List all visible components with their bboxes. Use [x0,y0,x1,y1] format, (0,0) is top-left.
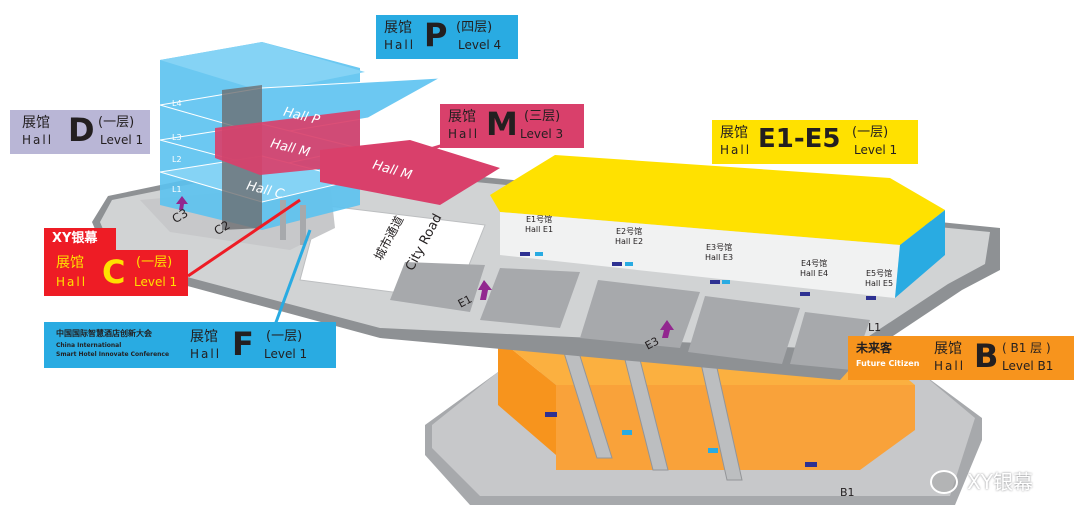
e-hall-5-en: Hall E5 [865,279,894,288]
hall-c-en: Hall [56,275,88,289]
hall-c-leader [187,198,301,278]
escalator-shafts [559,339,743,481]
hall-b-block-front [498,338,556,455]
hall-p-letter: P [424,16,448,54]
hall-m-zh: 展馆 [448,109,476,125]
hall-d-letter: D [68,111,95,149]
hall-d-en: Hall [22,133,54,147]
hall-p-en: Hall [384,38,416,52]
hall-e-letter: E1-E5 [758,124,841,154]
e-hall-3: E3号馆 Hall E3 [705,244,733,262]
hall-c-zh: 展馆 [56,255,84,271]
e-hall-1-en: Hall E1 [525,225,554,234]
entrance-arrows [176,196,674,338]
hall-e-roof [490,155,945,245]
hall-b-zh: 展馆 [934,341,962,357]
hall-p-level-en: Level 4 [458,38,502,52]
escalator-marks-light [535,252,730,453]
hall-b-letter: B [974,337,999,375]
hall-e-front [500,212,900,298]
label-l4: L4 [172,99,182,108]
e-hall-5: E5号馆 Hall E5 [865,270,893,288]
callout-hall-b: 未来客 Future Citizen 展馆 Hall B ( B1 层 ) Le… [848,336,1074,380]
callout-hall-m: 展馆 Hall M (三层) Level 3 [440,104,584,148]
hall-m-level-en: Level 3 [520,127,564,141]
hall-f-letter: F [232,325,254,363]
hall-m-level-b [320,140,500,205]
hall-b-brand-zh: 未来客 [856,341,893,355]
e-hall-5-zh: E5号馆 [865,269,893,278]
hall-m-en: Hall [448,127,480,141]
label-l1: L1 [172,185,182,194]
hall-e-level-zh: (一层) [852,125,889,140]
hall-m-letter: M [486,105,518,143]
e-hall-4-zh: E4号馆 [800,259,828,268]
e-hall-1: E1号馆 Hall E1 [525,216,553,234]
hall-f-en: Hall [190,347,222,361]
hall-b-level-en: Level B1 [1002,359,1054,373]
hall-e-level-en: Level 1 [854,143,898,157]
callout-hall-d: 展馆 Hall D (一层) Level 1 [10,110,150,154]
e-hall-2: E2号馆 Hall E2 [615,228,643,246]
hall-f-event-en-1: China International [56,342,122,349]
watermark: XY银幕 [930,470,1033,498]
label-l2: L2 [172,155,182,164]
watermark-text: XY银幕 [967,470,1034,494]
e-hall-2-zh: E2号馆 [615,227,643,236]
hall-b-level-zh: ( B1 层 ) [1002,341,1051,355]
e-hall-3-en: Hall E3 [705,253,734,262]
escalator-marks [520,252,876,467]
marker-b1: B1 [840,486,855,499]
hall-p-level-zh: (四层) [456,20,493,35]
e-hall-2-en: Hall E2 [615,237,644,246]
hall-f-level-zh: (一层) [266,329,303,344]
hall-m-level-zh: (三层) [524,109,561,124]
callout-hall-f: 中国国际智慧酒店创新大会 China International Smart H… [44,322,336,368]
tower-pillars [280,200,306,245]
hall-c-level-zh: (一层) [136,255,173,270]
marker-l1: L1 [868,321,882,334]
label-l3: L3 [172,133,182,142]
hall-f-zh: 展馆 [190,329,218,345]
hall-b-en: Hall [934,359,966,373]
callout-hall-c-tag: XY银幕 [44,228,116,250]
hall-d-zh: 展馆 [22,115,50,131]
ground-blocks [390,262,870,370]
callout-hall-p: 展馆 Hall P (四层) Level 4 [376,15,518,59]
callout-hall-c: 展馆 Hall C (一层) Level 1 [44,250,188,296]
wechat-icon [930,470,958,494]
hall-p-zh: 展馆 [384,20,412,36]
hall-b-brand-en: Future Citizen [856,359,920,368]
hall-c-letter: C [102,253,126,291]
hall-c-level-en: Level 1 [134,275,178,289]
hall-d-level-zh: (一层) [98,115,135,130]
hall-f-event-en-2: Smart Hotel Innovate Conference [56,351,170,358]
hall-f-event-zh: 中国国际智慧酒店创新大会 [56,329,152,338]
e-hall-4: E4号馆 Hall E4 [800,260,828,278]
hall-f-leader [273,229,312,326]
hall-e-zh: 展馆 [720,125,748,141]
hall-d-level-en: Level 1 [100,133,144,147]
callout-hall-e: 展馆 Hall E1-E5 (一层) Level 1 [712,120,918,164]
e-hall-3-zh: E3号馆 [705,243,733,252]
e-hall-1-zh: E1号馆 [525,215,553,224]
hall-e-side [895,210,945,298]
e-hall-4-en: Hall E4 [800,269,829,278]
hall-c-tag: XY银幕 [52,231,98,246]
hall-e-en: Hall [720,143,752,157]
hall-f-level-en: Level 1 [264,347,308,361]
